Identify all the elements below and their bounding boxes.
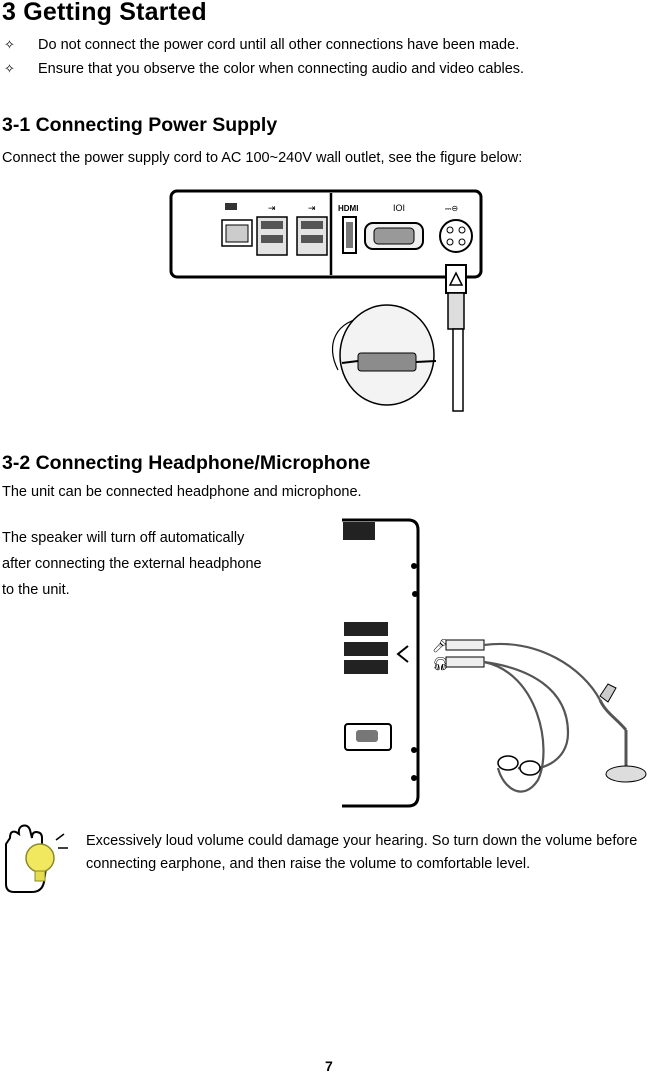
vga-port-icon	[364, 222, 424, 250]
bullet-item: ✧ Ensure that you observe the color when …	[4, 60, 524, 78]
page-number: 7	[325, 1058, 333, 1074]
section-heading-audio: 3-2 Connecting Headphone/Microphone	[2, 452, 371, 474]
microphone-jack-icon: 🎤︎	[432, 639, 485, 654]
svg-text:🎧︎: 🎧︎	[432, 657, 449, 672]
usb-port-icon: ⇥	[256, 204, 288, 256]
unit-side-outline	[342, 518, 420, 808]
hdmi-label: HDMI	[338, 204, 358, 213]
power-connection-figure: ⇥ ⇥ HDMI IOI ⎓⊖	[169, 189, 483, 412]
arrow-icon	[396, 645, 409, 663]
page-title: 3 Getting Started	[2, 0, 207, 26]
dc-in-port-icon: ⎓⊖	[439, 204, 473, 253]
power-adapter-icon	[331, 304, 437, 406]
svg-text:⇥: ⇥	[268, 204, 276, 214]
headphone-jack-icon: 🎧︎	[432, 656, 485, 672]
lan-port-icon	[221, 203, 253, 247]
svg-text:⎓⊖: ⎓⊖	[445, 204, 458, 213]
power-plug-icon	[445, 264, 467, 412]
warning-note: Excessively loud volume could damage you…	[86, 833, 638, 872]
power-instruction: Connect the power supply cord to AC 100~…	[2, 150, 523, 166]
svg-text:⇥: ⇥	[308, 204, 316, 214]
audio-connection-figure: 🎤︎ 🎧︎	[342, 518, 647, 808]
earphone-icon	[497, 755, 541, 776]
usb-port-icon: ⇥	[296, 204, 328, 256]
hdmi-port-icon	[342, 216, 357, 254]
bullet-item: ✧ Do not connect the power cord until all…	[4, 36, 519, 54]
speaker-note-line: The speaker will turn off automatically	[2, 530, 245, 546]
speaker-note-line: after connecting the external headphone	[2, 556, 262, 572]
section-heading-power: 3-1 Connecting Power Supply	[2, 114, 278, 136]
star-bullet-icon: ✧	[4, 61, 15, 76]
vga-label: IOI	[393, 203, 405, 213]
svg-text:🎤︎: 🎤︎	[432, 639, 449, 654]
hand-lightbulb-icon	[5, 824, 68, 893]
audio-instruction: The unit can be connected headphone and …	[2, 484, 362, 500]
speaker-note-line: to the unit.	[2, 582, 70, 598]
microphone-stand-icon	[598, 683, 647, 783]
rear-panel-outline	[169, 189, 483, 279]
star-bullet-icon: ✧	[4, 37, 15, 52]
bullet-text: Do not connect the power cord until all …	[38, 37, 520, 53]
bullet-text: Ensure that you observe the color when c…	[38, 61, 525, 77]
